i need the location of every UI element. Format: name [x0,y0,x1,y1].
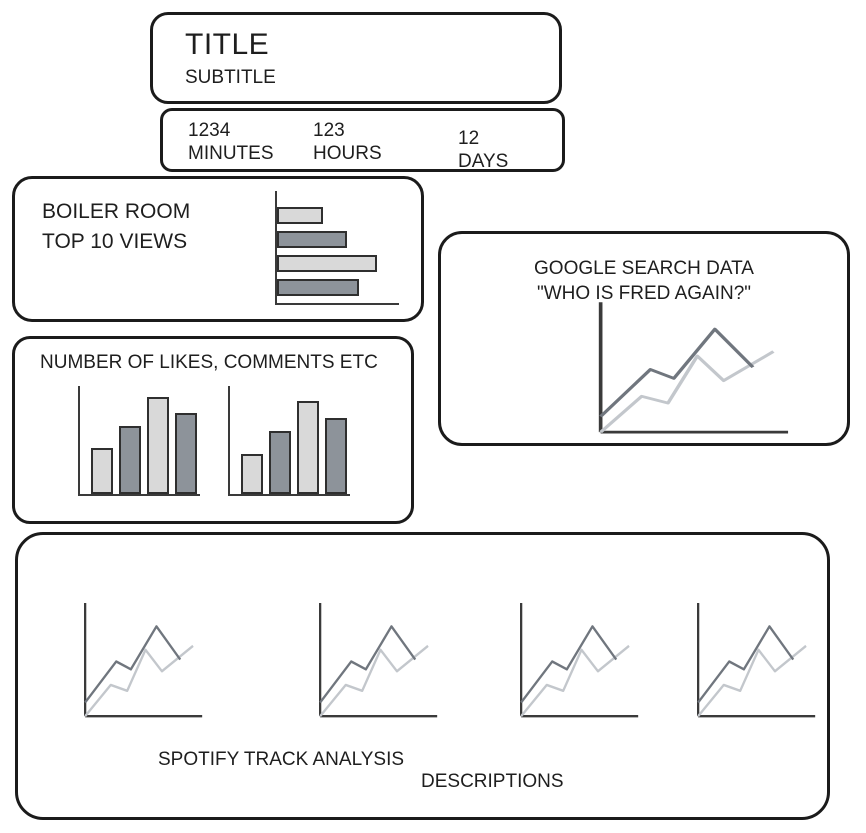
heading-line: GOOGLE SEARCH DATA [534,258,754,279]
bar [175,413,197,494]
spotify-caption: SPOTIFY TRACK ANALYSIS [158,749,405,770]
stat-label: DAYS [458,151,509,172]
google-search-heading: GOOGLE SEARCH DATA "WHO IS FRED AGAIN?" [441,256,847,306]
line-series-dark [319,625,417,704]
stat-hours: 123 HOURS [313,120,382,165]
likes-card: NUMBER OF LIKES, COMMENTS ETC [12,336,414,524]
stat-minutes: 1234 MINUTES [188,120,274,165]
google-line-chart [598,302,789,434]
boiler-room-card: BOILER ROOM TOP 10 VIEWS [12,176,424,322]
line-series-light [520,644,630,717]
line-series-dark [520,625,618,704]
spotify-card: SPOTIFY TRACK ANALYSIS DESCRIPTIONS [15,532,830,820]
spotify-line-chart-3 [520,602,639,718]
stats-card: 1234 MINUTES 123 HOURS 12 DAYS [160,108,565,172]
bar [91,448,113,494]
bar [277,279,359,296]
boiler-room-heading: BOILER ROOM TOP 10 VIEWS [42,197,190,257]
horizontal-bar-chart [275,191,399,305]
spotify-line-chart-4 [697,602,816,718]
spotify-line-chart-1 [84,602,203,718]
line-series-dark [84,625,182,704]
likes-heading: NUMBER OF LIKES, COMMENTS ETC [40,352,378,373]
bar [241,454,263,494]
line-series-dark [599,327,755,418]
page-title: TITLE [185,28,270,61]
stat-label: HOURS [313,143,382,164]
stat-label: MINUTES [188,143,274,164]
bar [277,231,347,248]
heading-line: TOP 10 VIEWS [42,230,188,253]
descriptions-caption: DESCRIPTIONS [421,771,564,792]
bar [269,431,291,494]
stat-value: 123 [313,120,345,141]
spotify-line-chart-2 [319,602,438,718]
bar [325,418,347,494]
heading-line: BOILER ROOM [42,200,191,223]
stat-days: 12 DAYS [458,128,508,173]
google-search-card: GOOGLE SEARCH DATA "WHO IS FRED AGAIN?" [438,231,850,446]
bar [297,401,319,494]
stat-value: 1234 [188,120,231,141]
line-series-light [697,644,807,717]
bar [119,426,141,494]
bar [147,397,169,494]
line-series-light [599,350,775,434]
likes-bar-chart-2 [228,386,350,496]
line-series-dark [697,625,795,704]
line-series-light [319,644,429,717]
heading-line: "WHO IS FRED AGAIN?" [536,283,752,304]
stat-value: 12 [458,128,480,149]
likes-bar-chart-1 [78,386,200,496]
bar [277,255,377,272]
page-subtitle: SUBTITLE [185,67,276,88]
bar [277,207,323,224]
title-card: TITLE SUBTITLE [150,12,562,104]
line-series-light [84,644,194,717]
